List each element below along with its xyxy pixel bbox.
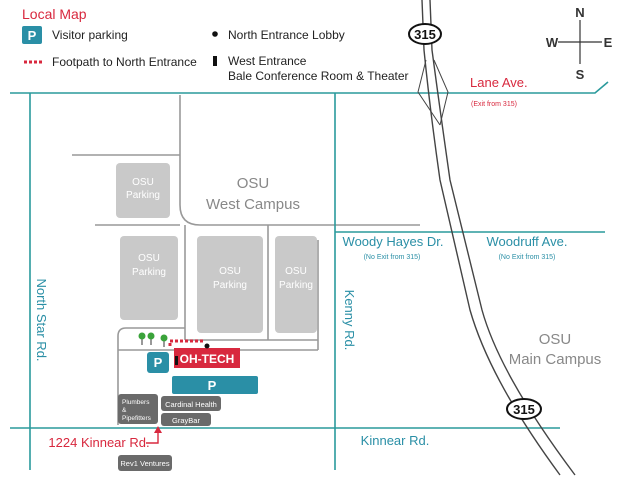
legend-footpath: Footpath to North Entrance	[52, 55, 197, 69]
footpath-route	[168, 339, 205, 346]
legend-lobby-dot-icon	[212, 31, 218, 37]
plumbers-l1: Plumbers	[122, 399, 150, 406]
cardinal-building[interactable]	[161, 396, 221, 411]
kinnear-label: Kinnear Rd.	[361, 433, 430, 448]
rev1-building[interactable]	[118, 455, 172, 471]
woody-hayes-label: Woody Hayes Dr.	[343, 234, 444, 249]
west-entrance-marker-icon	[175, 356, 178, 365]
woodruff-label: Woodruff Ave.	[487, 234, 568, 249]
parking-lot-1-l2: Parking	[126, 190, 160, 201]
main-campus-l1: OSU	[539, 331, 572, 348]
parking-lot-1	[116, 163, 170, 218]
parking-lot-4-l2: Parking	[279, 280, 313, 291]
legend-parking-icon	[22, 26, 42, 44]
compass-n: N	[575, 5, 584, 20]
compass-w: W	[546, 35, 559, 50]
woodruff-note: (No Exit from 315)	[499, 254, 556, 261]
parking-structure-text: P	[208, 378, 217, 393]
rev1-label: Rev1 Ventures	[120, 459, 169, 468]
highway-label-top: 315	[414, 27, 436, 42]
main-roads	[10, 81, 609, 470]
ohtech-label: OH-TECH	[180, 352, 235, 366]
lane-ave-road	[10, 81, 609, 94]
tree-icon	[138, 332, 146, 345]
legend-west-entrance-2: Bale Conference Room & Theater	[228, 69, 409, 83]
lane-ave-note: (Exit from 315)	[471, 101, 517, 108]
address-label: 1224 Kinnear Rd.	[48, 435, 149, 450]
parking-lot-2	[120, 236, 178, 320]
parking-lot-2-l1: OSU	[138, 253, 160, 264]
plumbers-l3: Pipefitters	[122, 415, 152, 422]
visitor-parking-icon[interactable]	[147, 352, 169, 373]
osu-parking-lots	[116, 163, 317, 333]
kenny-label: Kenny Rd.	[342, 290, 357, 351]
highway-label-bottom: 315	[513, 402, 535, 417]
legend: P Visitor parking Footpath to North Entr…	[22, 26, 409, 83]
compass-e: E	[604, 35, 613, 50]
ohtech-building[interactable]	[174, 348, 240, 368]
tree-icon	[160, 334, 168, 347]
visitor-parking-text: P	[154, 355, 163, 370]
parking-lot-3-l2: Parking	[213, 280, 247, 291]
legend-parking-icon-text: P	[28, 28, 37, 43]
north-lobby-marker-icon	[204, 343, 210, 349]
parking-structure[interactable]	[172, 376, 258, 394]
address-arrow-line	[146, 432, 159, 444]
graybar-building[interactable]	[161, 413, 211, 426]
internal-roads	[72, 95, 420, 425]
parking-lot-1-l1: OSU	[132, 177, 154, 188]
highway-shield-bottom-icon	[506, 398, 542, 420]
west-campus-boundary	[179, 95, 420, 226]
lane-ave-label: Lane Ave.	[470, 75, 528, 90]
west-campus-l2: West Campus	[206, 196, 300, 213]
tree-icon	[147, 332, 155, 345]
parking-lot-3	[197, 236, 263, 333]
legend-west-entrance-1: West Entrance	[228, 54, 307, 68]
plumbers-l2: &	[122, 407, 127, 414]
highway-shield-top-icon	[408, 23, 442, 45]
parking-lot-4-l1: OSU	[285, 266, 307, 277]
compass-rose: N S E W	[546, 5, 613, 82]
cardinal-label: Cardinal Health	[165, 400, 217, 409]
legend-north-lobby: North Entrance Lobby	[228, 28, 345, 42]
woody-hayes-note: (No Exit from 315)	[364, 254, 421, 261]
graybar-label: GrayBar	[172, 416, 200, 425]
plumbers-building[interactable]	[118, 394, 158, 424]
legend-west-entrance-icon	[213, 56, 217, 66]
north-star-label: North Star Rd.	[34, 278, 49, 361]
trees	[138, 332, 168, 347]
compass-s: S	[576, 67, 585, 82]
parking-lot-4	[275, 236, 317, 333]
parking-lot-2-l2: Parking	[132, 267, 166, 278]
west-campus-l1: OSU	[237, 175, 270, 192]
main-campus-l2: Main Campus	[509, 351, 602, 368]
legend-title: Local Map	[22, 6, 87, 22]
legend-visitor-parking: Visitor parking	[52, 28, 128, 42]
address-arrow-icon	[154, 426, 162, 433]
svg-text:Plumbers & Pipefitters: Plumbers & Pipefitters	[122, 399, 152, 422]
parking-lot-3-l1: OSU	[219, 266, 241, 277]
